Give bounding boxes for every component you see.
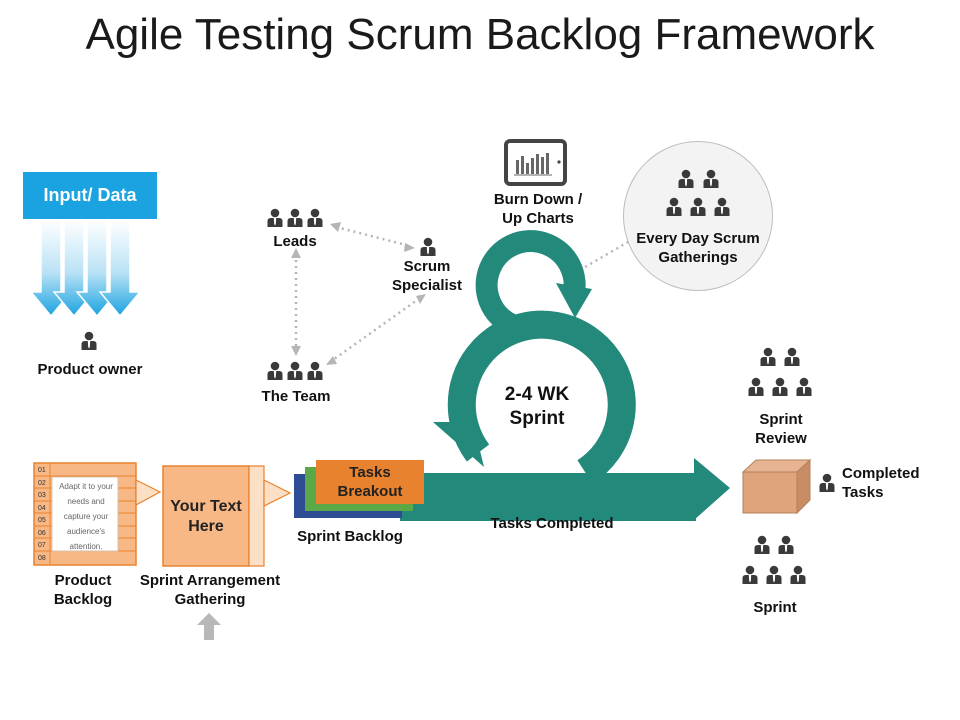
backlog-number: 03 [38,492,46,499]
backlog-number: 04 [38,505,46,512]
backlog-note: Adapt it to your needs and capture your … [59,482,113,551]
team-group-icon [267,361,323,380]
product-owner-icon [81,331,97,350]
sprint-backlog-label: Sprint Backlog [297,528,403,545]
sprint-loop [447,230,636,484]
page-title: Agile Testing Scrum Backlog Framework [85,10,875,59]
connector-arrowheads [291,222,426,365]
connector-lines [294,225,641,364]
tasks-breakout-label: Tasks Breakout [337,464,403,500]
burn-down-chart-icon [504,139,567,186]
up-arrow [197,613,221,640]
product-backlog-doc [33,462,162,566]
scrum-specialist-icon [420,237,436,256]
completed-tasks-box [741,458,812,515]
the-team-label: The Team [261,388,331,405]
sprint-loop-heads [433,283,592,467]
burn-down-label: Burn Down /Up Charts [493,191,583,227]
backlog-number: 08 [38,555,46,562]
daily-scrum-group-icon [666,169,730,216]
main-flow-arrow [400,458,730,521]
backlog-number: 07 [38,542,46,549]
sprint-review-group-icon [748,347,812,396]
sprint-group-icon [742,535,806,584]
leads-label: Leads [273,233,317,250]
backlog-number: 01 [38,467,46,474]
completed-tasks-person-icon [819,473,835,492]
tasks-completed-label: Tasks Completed [490,515,614,532]
daily-scrum-circle [623,141,773,291]
sprint-backlog-stack [294,460,424,518]
product-owner-label: Product owner [37,361,143,378]
sprint-label: Sprint [753,599,797,616]
input-data-arrows [29,218,142,318]
backlog-number: 05 [38,517,46,524]
input-data-box: Input/ Data [23,172,157,219]
backlog-number: 06 [38,530,46,537]
leads-group-icon [267,208,323,227]
backlog-number: 02 [38,480,46,487]
your-text-placeholder: Your Text Here [170,498,242,535]
your-text-box [162,465,292,567]
